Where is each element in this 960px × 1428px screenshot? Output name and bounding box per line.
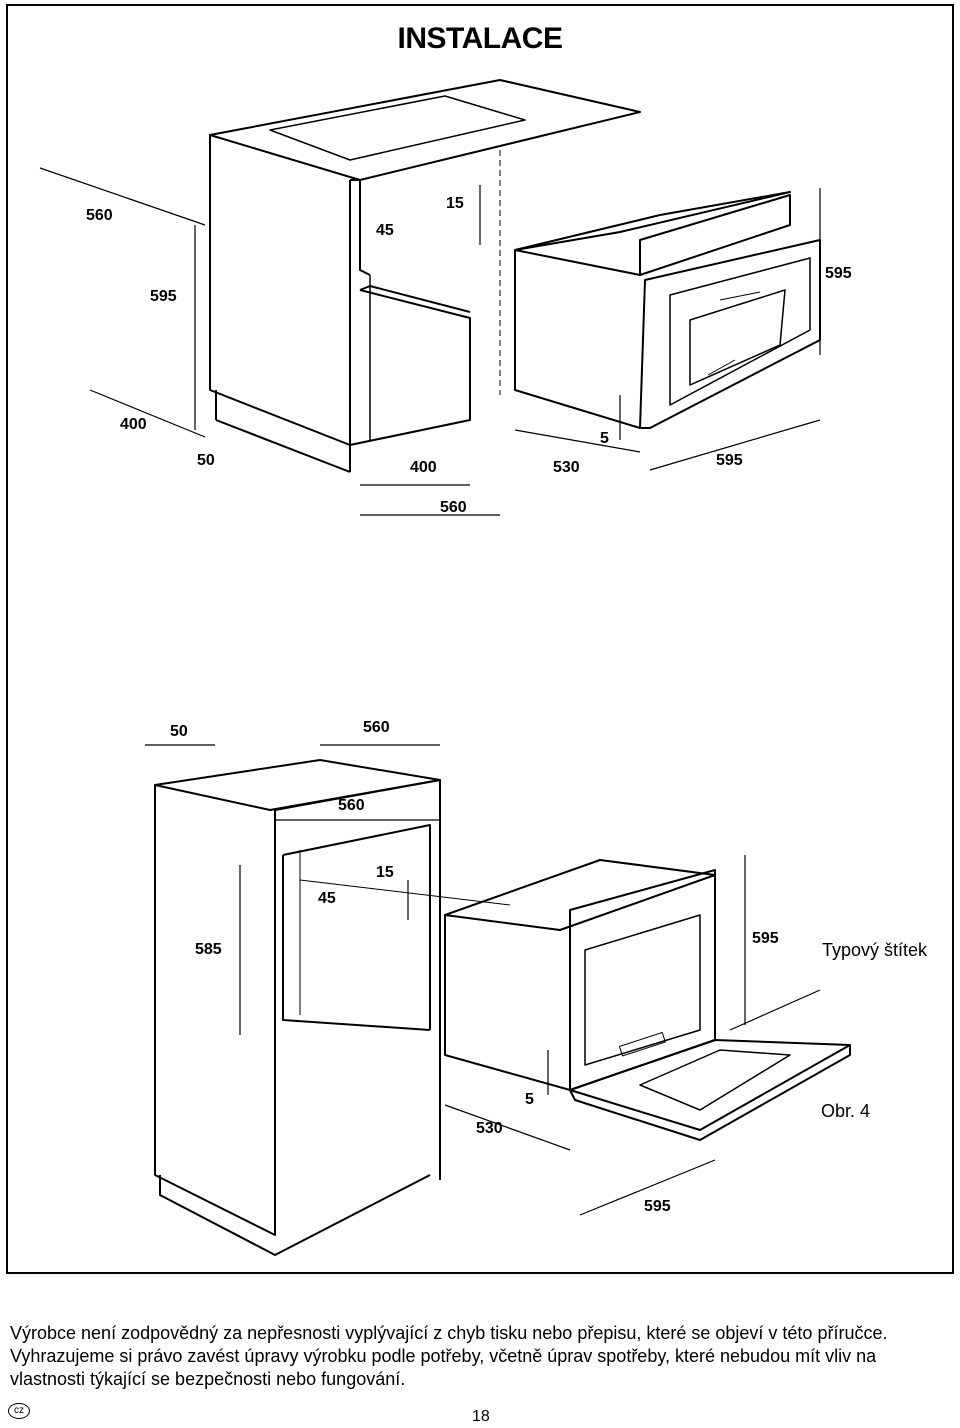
top-dimension-labels: 560 595 400 50 45 15 595 5 530 595 400 5…	[86, 195, 852, 516]
figure-caption: Obr. 4	[821, 1101, 871, 1121]
bottom-dimension-labels: 50 560 560 15 45 585 595 5 530 595	[170, 719, 779, 1215]
dim-585: 585	[195, 941, 222, 958]
dim-50-b: 50	[170, 723, 188, 740]
dim-560-inner: 560	[338, 797, 365, 814]
dim-595-bottom-b: 595	[644, 1198, 671, 1215]
top-oven	[514, 191, 821, 429]
dim-595: 595	[150, 288, 177, 305]
top-dimension-lines	[39, 167, 821, 516]
dim-5: 5	[600, 430, 609, 447]
page-number: 18	[472, 1408, 490, 1425]
bottom-cabinet	[154, 759, 441, 1256]
dim-400: 400	[120, 416, 147, 433]
dim-595-b: 595	[752, 930, 779, 947]
disclaimer-line-2: Vyhrazujeme si právo zavést úpravy výrob…	[10, 1346, 877, 1366]
disclaimer-line-3: vlastnosti týkající se bezpečnosti nebo …	[10, 1369, 406, 1389]
page-title: INSTALACE	[397, 22, 563, 55]
dim-530: 530	[553, 459, 580, 476]
dim-45-b: 45	[318, 890, 336, 907]
disclaimer-line-1: Výrobce není zodpovědný za nepřesnosti v…	[10, 1323, 888, 1343]
dim-50: 50	[197, 452, 215, 469]
dim-530-b: 530	[476, 1120, 503, 1137]
disclaimer: Výrobce není zodpovědný za nepřesnosti v…	[10, 1322, 955, 1391]
dim-560: 560	[86, 207, 113, 224]
dim-45: 45	[376, 222, 394, 239]
dim-560-top: 560	[363, 719, 390, 736]
dim-560-bottom: 560	[440, 499, 467, 516]
dim-15: 15	[446, 195, 464, 212]
dim-595-bottom: 595	[716, 452, 743, 469]
top-cabinet	[209, 79, 641, 473]
language-badge: cz	[8, 1403, 30, 1419]
bottom-dimension-lines	[145, 744, 821, 1216]
dim-5-b: 5	[525, 1091, 534, 1108]
bottom-oven	[444, 859, 851, 1141]
dim-15-b: 15	[376, 864, 394, 881]
figure-frame	[6, 4, 954, 1274]
rating-plate-label: Typový štítek	[822, 940, 928, 960]
installation-drawing: 560 595 400 50 45 15 595 5 530 595 400 5…	[39, 79, 852, 1256]
dim-595-oven: 595	[825, 265, 852, 282]
dim-400-bottom: 400	[410, 459, 437, 476]
